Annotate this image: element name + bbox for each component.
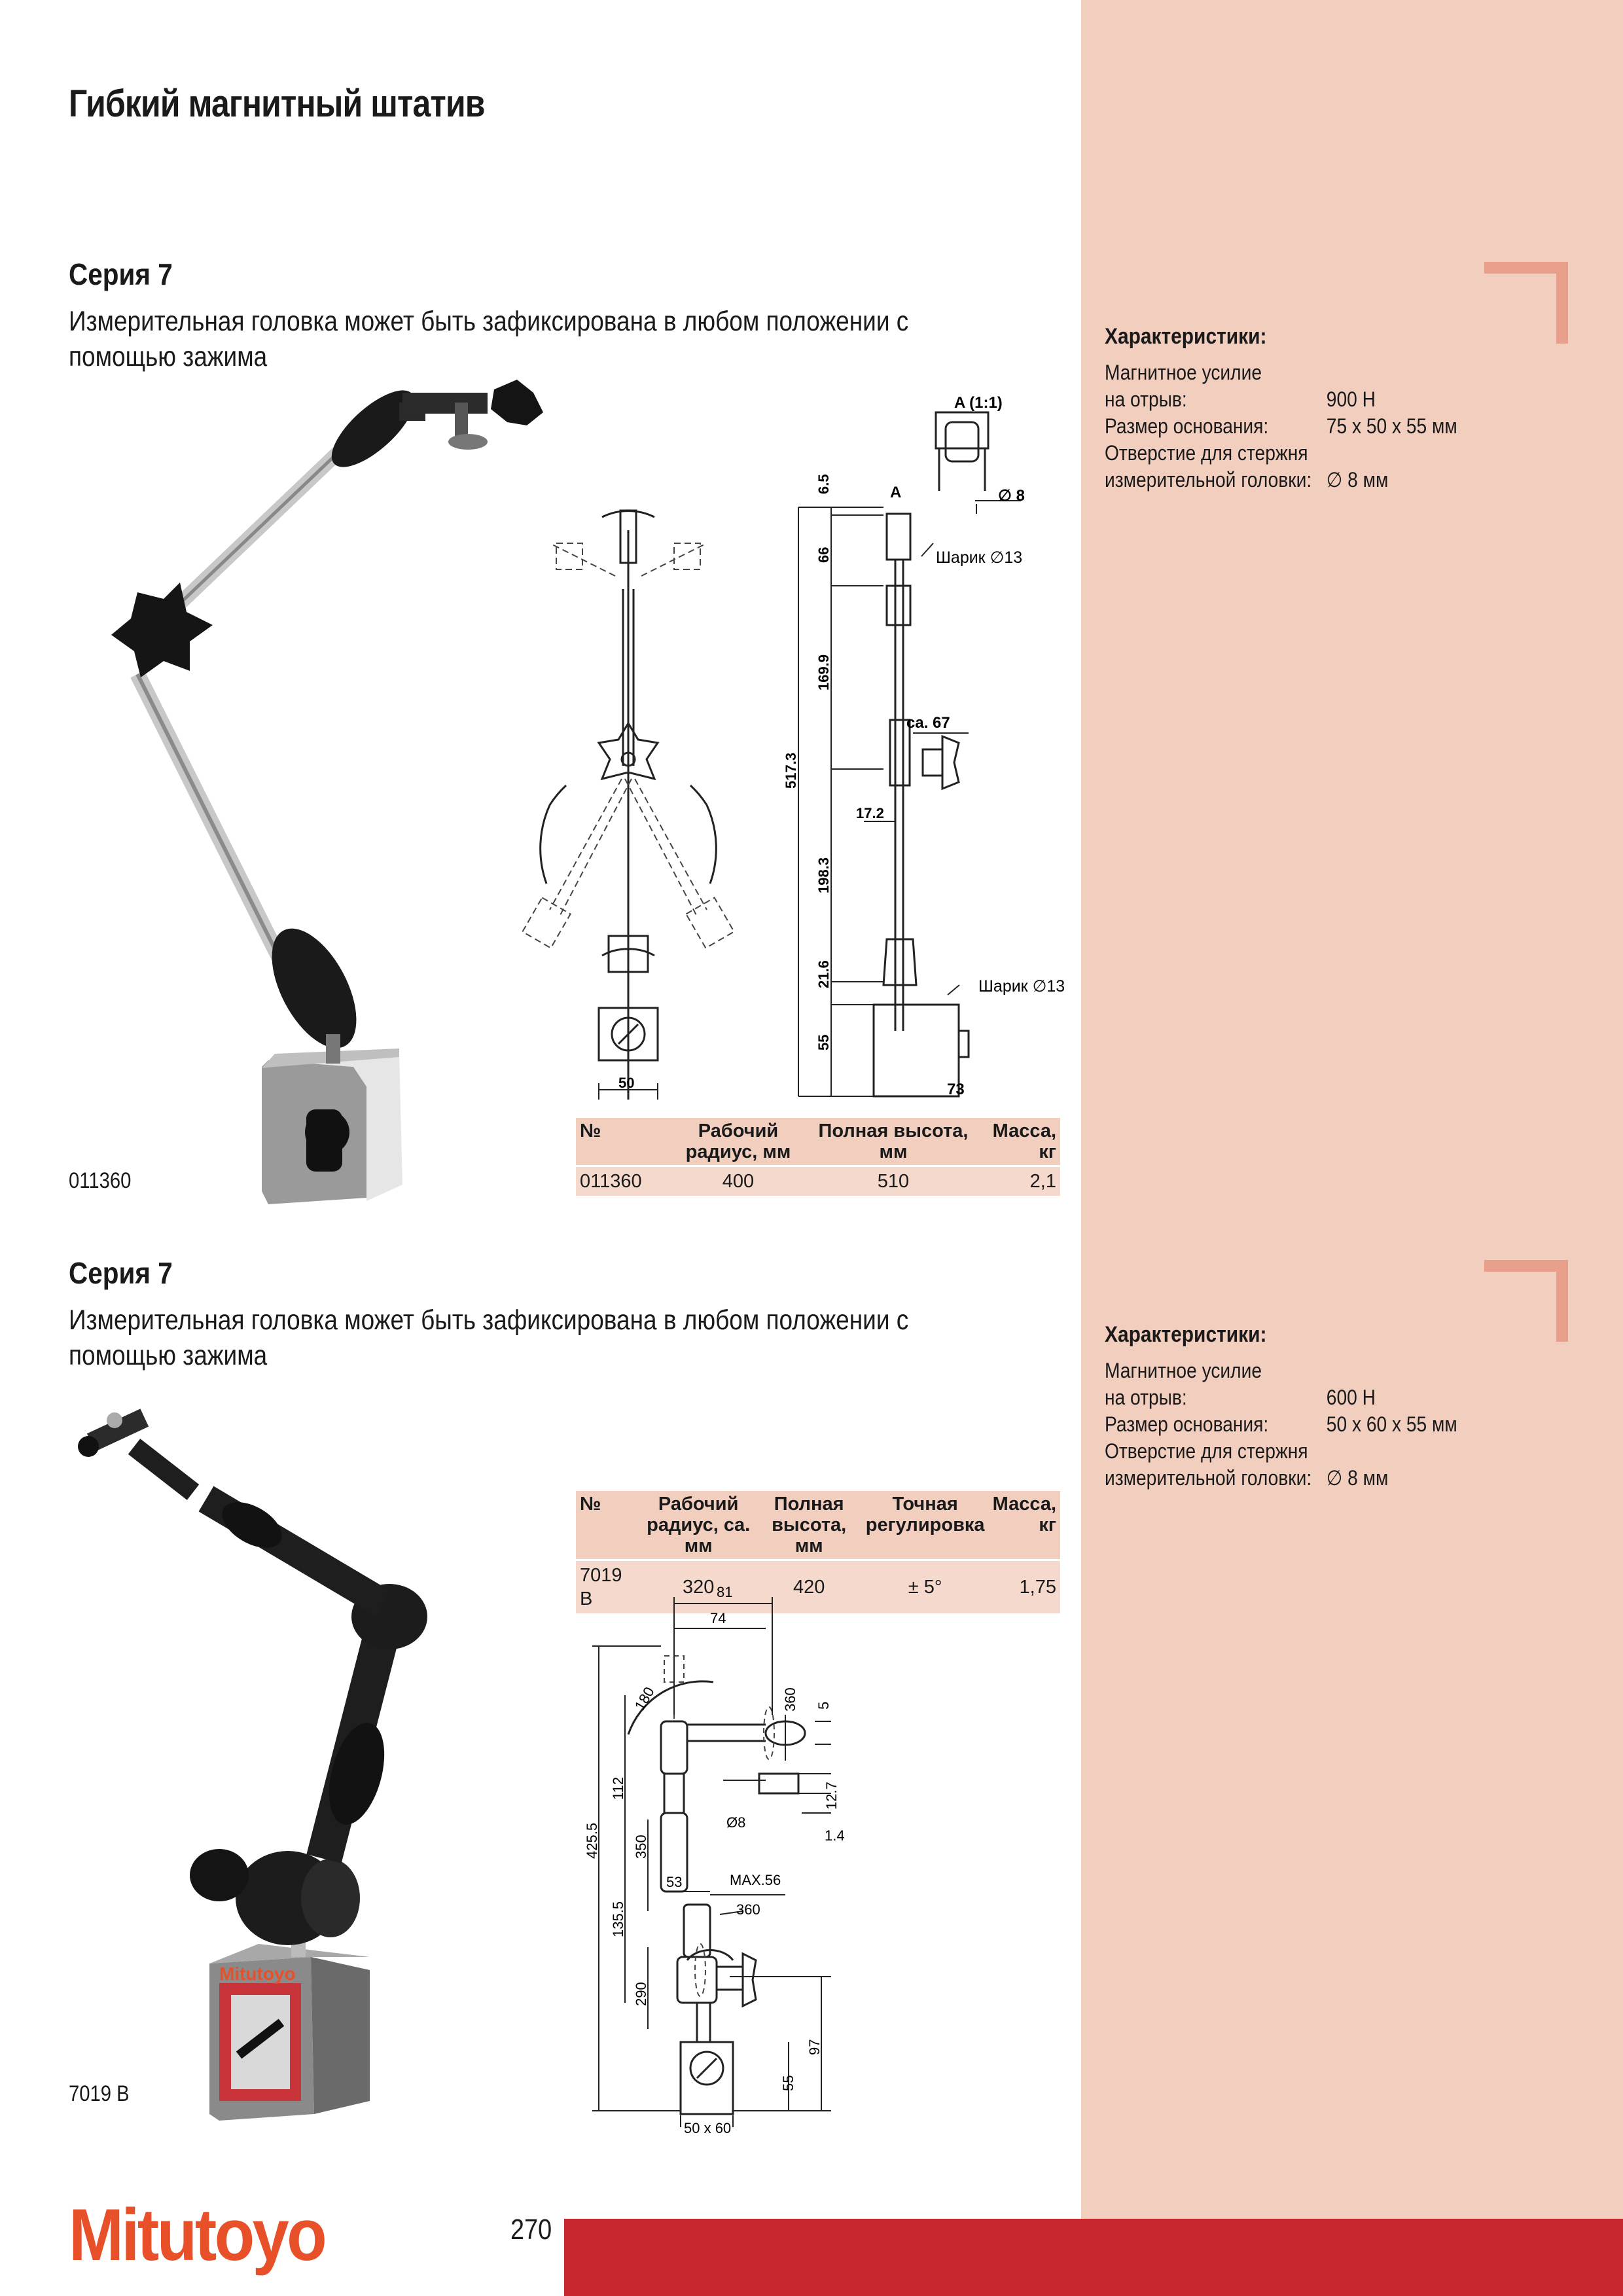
corner-marker (1484, 262, 1568, 344)
th-mass: Масса, кг (988, 1491, 1060, 1560)
clamp-head-photo (402, 380, 543, 450)
th-adjust: Точная регулировка (861, 1491, 989, 1560)
dim-17-2: 17.2 (856, 805, 884, 821)
dim-d8: Ø8 (726, 1814, 745, 1831)
dim-198-3: 198.3 (815, 857, 832, 893)
dimension-drawing-7019b: 81 74 180 360 5 112 425.5 350 Ø8 12.7 1.… (584, 1584, 845, 2134)
product-code-1: 011360 (69, 1168, 132, 1193)
dim-81: 81 (717, 1584, 732, 1600)
dim-21-6: 21.6 (815, 960, 832, 988)
dim-width-73: 73 (947, 1081, 965, 1098)
mitutoyo-logo: Mitutoyo (69, 2194, 327, 2276)
dim-66: 66 (815, 547, 832, 563)
dim-290: 290 (633, 1982, 649, 2006)
th-radius: Рабочий радиус, ca. мм (640, 1491, 757, 1560)
product-description-1: Измерительная головка может быть зафикси… (69, 306, 909, 372)
dim-360-mid: 360 (736, 1901, 760, 1918)
table-row: 011360 400 510 2,1 (576, 1165, 1060, 1196)
th-height: Полная высота, мм (814, 1118, 972, 1166)
dim-6-5: 6.5 (815, 474, 832, 494)
dim-12-7: 12.7 (823, 1782, 840, 1810)
product-photo-011360 (111, 390, 425, 1204)
dim-55: 55 (815, 1035, 832, 1050)
th-height: Полная высота, мм (756, 1491, 862, 1560)
dim-517-3: 517.3 (783, 753, 799, 789)
dim-112: 112 (610, 1777, 626, 1800)
corner-marker (1484, 1260, 1568, 1342)
series-heading-1: Серия 7 (69, 257, 173, 291)
characteristics-title-1: Характеристики: (1105, 324, 1267, 349)
motion-diagram-011360: 50 (521, 509, 736, 1100)
dim-5: 5 (815, 1702, 832, 1710)
characteristics-list-2: Магнитное усилие на отрыв:600 Н Размер о… (1105, 1359, 1457, 1490)
dim-135-5: 135.5 (610, 1901, 626, 1937)
series-heading-2: Серия 7 (69, 1256, 173, 1290)
spec-table-011360: № Рабочий радиус, мм Полная высота, мм М… (576, 1118, 1060, 1196)
page-number: 270 (510, 2214, 552, 2246)
dim-53: 53 (666, 1874, 682, 1890)
footer-bar (564, 2219, 1623, 2296)
ball-top-label: Шарик ∅13 (936, 548, 1022, 567)
product-photo-7019b: Mitutoyo (78, 1408, 427, 2121)
view-a-label: A (890, 484, 901, 501)
detail-a-label: A (1:1) (954, 394, 1003, 412)
th-mass: Масса, кг (972, 1118, 1060, 1166)
dim-width-50: 50 (618, 1075, 634, 1091)
dim-425-5: 425.5 (584, 1823, 600, 1859)
sidebar-panel (1081, 0, 1623, 2296)
th-radius: Рабочий радиус, мм (662, 1118, 814, 1166)
svg-text:Mitutoyo: Mitutoyo (219, 1964, 296, 1984)
dim-74: 74 (710, 1610, 726, 1626)
dim-1-4: 1.4 (825, 1827, 845, 1844)
dim-97: 97 (806, 2039, 823, 2055)
dim-ca67: ca. 67 (906, 714, 950, 732)
th-number: № (576, 1118, 662, 1166)
product-code-2: 7019 B (69, 2081, 130, 2106)
dim-350: 350 (633, 1835, 649, 1859)
characteristics-title-2: Характеристики: (1105, 1322, 1267, 1347)
dimension-drawing-011360: A (1:1) ∅ 8 A Шарик ∅13 Шарик ∅13 ca. 67… (783, 394, 1065, 1098)
dim-180: 180 (632, 1684, 658, 1713)
dim-55: 55 (780, 2075, 796, 2091)
th-number: № (576, 1491, 641, 1560)
characteristics-list-1: Магнитное усилие на отрыв:900 Н Размер о… (1105, 361, 1457, 492)
dim-360-top: 360 (782, 1687, 798, 1712)
product-description-2: Измерительная головка может быть зафикси… (69, 1304, 909, 1371)
ball-bottom-label: Шарик ∅13 (978, 977, 1065, 996)
page-title: Гибкий магнитный штатив (69, 82, 485, 125)
dim-169-9: 169.9 (815, 655, 832, 691)
dim-50x60: 50 x 60 (684, 2120, 731, 2134)
dim-max56: MAX.56 (730, 1872, 781, 1888)
table-row: 7019 B 320 420 ± 5° 1,75 (576, 1559, 1060, 1613)
dim-d8: ∅ 8 (998, 487, 1025, 505)
spec-table-7019b: № Рабочий радиус, ca. мм Полная высота, … (576, 1491, 1060, 1613)
